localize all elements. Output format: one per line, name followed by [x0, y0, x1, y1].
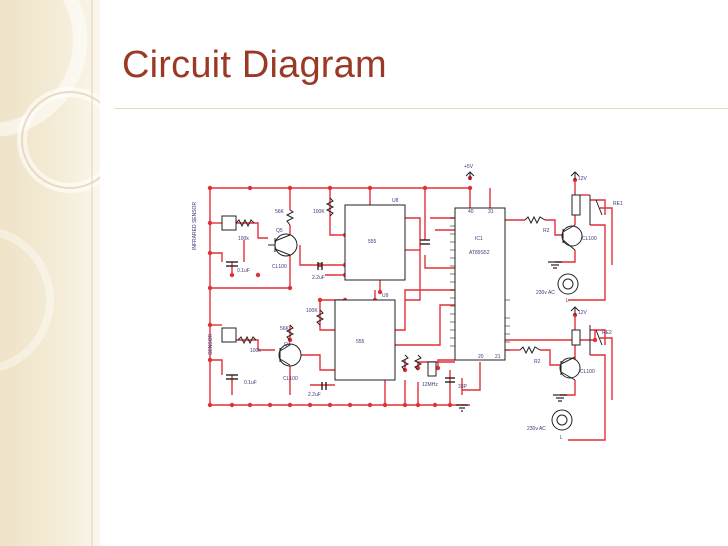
label-bc100-b: CL100 [283, 376, 298, 382]
lamp-1 [557, 273, 579, 295]
resistor-r-upper-2 [325, 197, 335, 217]
label-r2-b: R2 [534, 359, 541, 365]
label-pin40: 40 [468, 209, 474, 215]
label-r56k-a: 56K [275, 209, 285, 215]
relay-coil-1 [571, 194, 581, 216]
label-re2: RE2 [602, 330, 612, 336]
label-cap22b: 2.2uF [308, 392, 321, 398]
label-r100k-b: 100K [306, 308, 318, 314]
transistor-relay-1 [561, 225, 583, 247]
label-ac2: 230v AC [527, 426, 546, 432]
resistor-r-upper-1 [285, 209, 295, 226]
label-lamp-b: L [560, 435, 563, 441]
label-r100k-c: 100k [238, 236, 249, 242]
label-pin31: 31 [488, 209, 494, 215]
label-sensor1: INFRARED SENSOR [192, 202, 198, 250]
wires [209, 180, 613, 441]
resistor-r-crystal [413, 354, 423, 371]
label-sensor2: SENSOR [208, 333, 214, 355]
resistor-r-lower-2 [315, 309, 325, 326]
label-bc100-a: CL100 [272, 264, 287, 270]
transistor-relay-2 [559, 357, 581, 379]
label-re1: RE1 [613, 201, 623, 207]
label-cap01b: 0.1uF [244, 380, 257, 386]
label-12v-2: 12V [578, 310, 588, 316]
label-r100k-d: 100k [250, 348, 261, 354]
label-cap33: 33P [458, 384, 468, 390]
decorative-rings-graphic [0, 0, 100, 546]
label-q-b: Q4 [284, 342, 291, 348]
timer-555-upper [344, 204, 406, 281]
label-crystal: 12MHz [422, 382, 438, 388]
label-cap22a: 2.2uF [312, 275, 325, 281]
label-ic1: IC1 [475, 236, 483, 242]
infrared-sensor-2 [221, 327, 237, 343]
resistor-r2-upper [524, 215, 546, 225]
label-timer1: 555 [368, 239, 377, 245]
resistor-r-mcu [400, 354, 410, 371]
relay-coil-2 [571, 329, 581, 346]
resistor-r-lower-1 [285, 324, 295, 341]
label-vcc: +5V [464, 164, 474, 170]
decorative-side-band [0, 0, 100, 546]
label-q-a: Q5 [276, 228, 283, 234]
label-12v-1: 12V [578, 176, 588, 182]
resistor-100k-upper [235, 218, 255, 228]
title-divider [114, 108, 728, 109]
crystal-12mhz [427, 361, 437, 377]
timer-555-lower [334, 299, 396, 381]
label-pin21: 21 [495, 354, 501, 360]
components [221, 171, 603, 431]
label-timer2: 555 [356, 339, 365, 345]
lamp-2 [551, 409, 573, 431]
infrared-sensor-1 [221, 215, 237, 231]
label-ic1-part: AT89S52 [469, 250, 490, 256]
label-u8: U8 [392, 198, 399, 204]
microcontroller-ic1 [454, 207, 506, 361]
slide-title: Circuit Diagram [122, 44, 387, 86]
label-u9: U9 [382, 293, 389, 299]
label-r100k-a: 100K [313, 209, 325, 215]
transistor-q-lower [278, 343, 302, 367]
label-ac1: 230v AC [536, 290, 555, 296]
label-cap01a: 0.1uF [237, 268, 250, 274]
resistor-100k-lower [237, 335, 257, 345]
label-bc100-d: CL100 [580, 369, 595, 375]
label-pin20: 20 [478, 354, 484, 360]
resistor-r2-lower [519, 345, 541, 355]
label-r2-a: R2 [543, 228, 550, 234]
label-r56k-b: 56K [280, 326, 290, 332]
label-lamp-a: L [566, 298, 569, 304]
transistor-q-upper [274, 233, 298, 257]
label-bc100-c: CL100 [582, 236, 597, 242]
